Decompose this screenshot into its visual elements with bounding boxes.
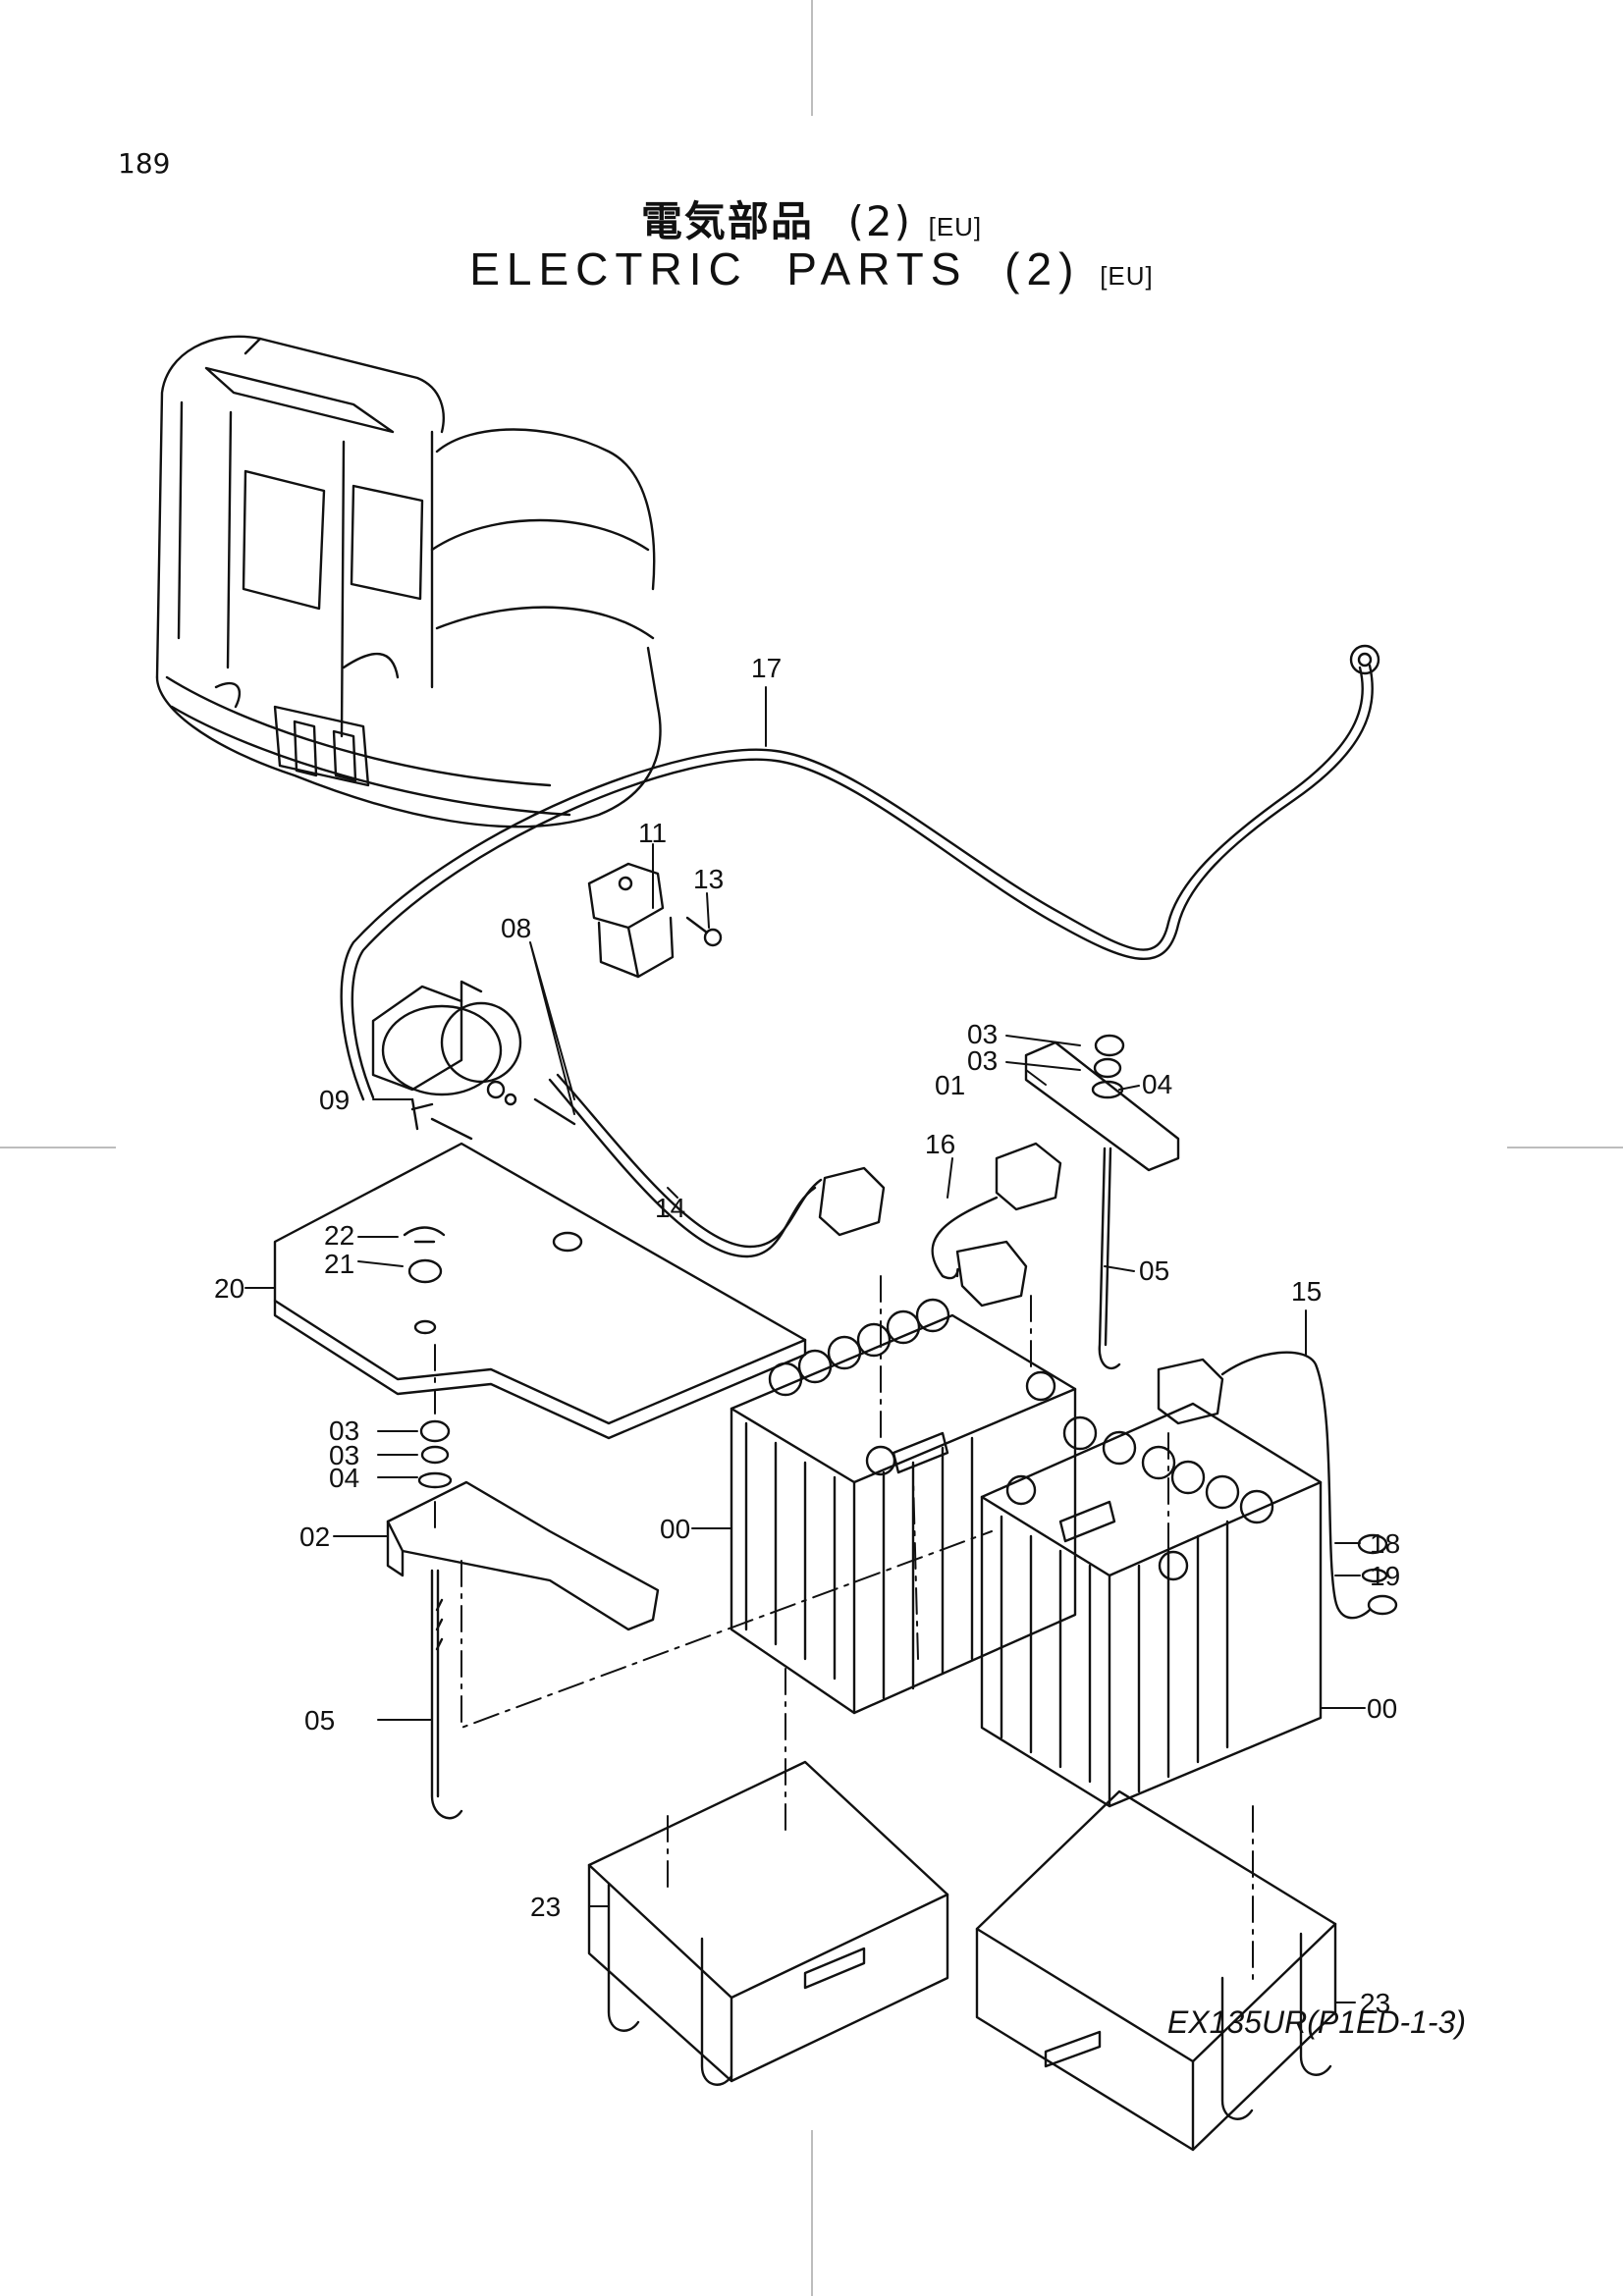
label-04-right: 04 [1142, 1069, 1172, 1099]
label-05-left: 05 [304, 1705, 335, 1735]
battery-tray-right [975, 1789, 1337, 2152]
label-21: 21 [324, 1249, 354, 1279]
alignment-lines [434, 1275, 1254, 1984]
cut-mark-left [0, 1147, 116, 1148]
part-number-labels: 17 11 13 08 09 14 03 03 01 04 16 05 15 2… [214, 653, 1400, 2018]
label-08: 08 [501, 913, 531, 943]
title-en-index: (2) [1004, 243, 1081, 294]
label-03-left-top: 03 [329, 1415, 359, 1446]
label-14: 14 [655, 1193, 685, 1223]
title-en-text: ELECTRIC PARTS [469, 243, 968, 294]
label-04-left: 04 [329, 1463, 359, 1493]
title-english: ELECTRIC PARTS (2) [EU] [0, 242, 1623, 295]
title-jp-text: 電気部品 [640, 197, 814, 245]
battery-relay [371, 980, 576, 1141]
model-code: EX135UR(P1ED-1-3) [1166, 2004, 1466, 2040]
label-03-right-bottom: 03 [967, 1045, 998, 1076]
leader-lines [244, 686, 1366, 2003]
label-03-left-bottom: 03 [329, 1440, 359, 1470]
label-05-right: 05 [1139, 1255, 1169, 1286]
label-00-right: 00 [1367, 1693, 1397, 1724]
battery-left-caps [768, 1298, 950, 1397]
label-11: 11 [638, 818, 667, 848]
label-15: 15 [1291, 1276, 1322, 1307]
label-23-left: 23 [530, 1892, 561, 1922]
battery-hold-bracket-left [386, 1480, 660, 1820]
title-jp-region-tag: [EU] [928, 212, 983, 241]
excavator-upper-structure [155, 335, 662, 828]
title-en-region-tag: [EU] [1100, 261, 1154, 291]
page-number: 189 [118, 147, 171, 180]
label-02: 02 [299, 1522, 330, 1552]
relay-assembly [587, 862, 723, 979]
title-jp-index: (2) [847, 197, 912, 245]
cut-mark-bottom [811, 2130, 813, 2296]
label-13: 13 [693, 864, 724, 894]
label-18: 18 [1370, 1528, 1400, 1559]
label-09: 09 [319, 1085, 350, 1115]
label-22: 22 [324, 1220, 354, 1251]
label-16: 16 [925, 1129, 955, 1159]
cut-mark-top [811, 0, 813, 116]
label-23-right: 23 [1360, 1988, 1390, 2018]
label-20: 20 [214, 1273, 244, 1304]
battery-right [980, 1402, 1323, 1808]
ground-cable [340, 644, 1380, 1101]
label-17: 17 [751, 653, 782, 683]
label-01: 01 [935, 1070, 965, 1100]
battery-positive-cable [1157, 1351, 1398, 1620]
label-03-right-top: 03 [967, 1019, 998, 1049]
title-japanese: 電気部品 (2) [EU] [0, 188, 1623, 248]
cut-mark-right [1507, 1147, 1623, 1148]
battery-tray-left [587, 1760, 949, 2086]
relay-to-battery-cable [548, 1073, 886, 1258]
battery-jumper-cable [931, 1142, 1062, 1308]
label-00-left: 00 [660, 1514, 690, 1544]
battery-left [730, 1298, 1077, 1715]
battery-right-caps [1062, 1415, 1274, 1524]
label-19: 19 [1370, 1561, 1400, 1591]
